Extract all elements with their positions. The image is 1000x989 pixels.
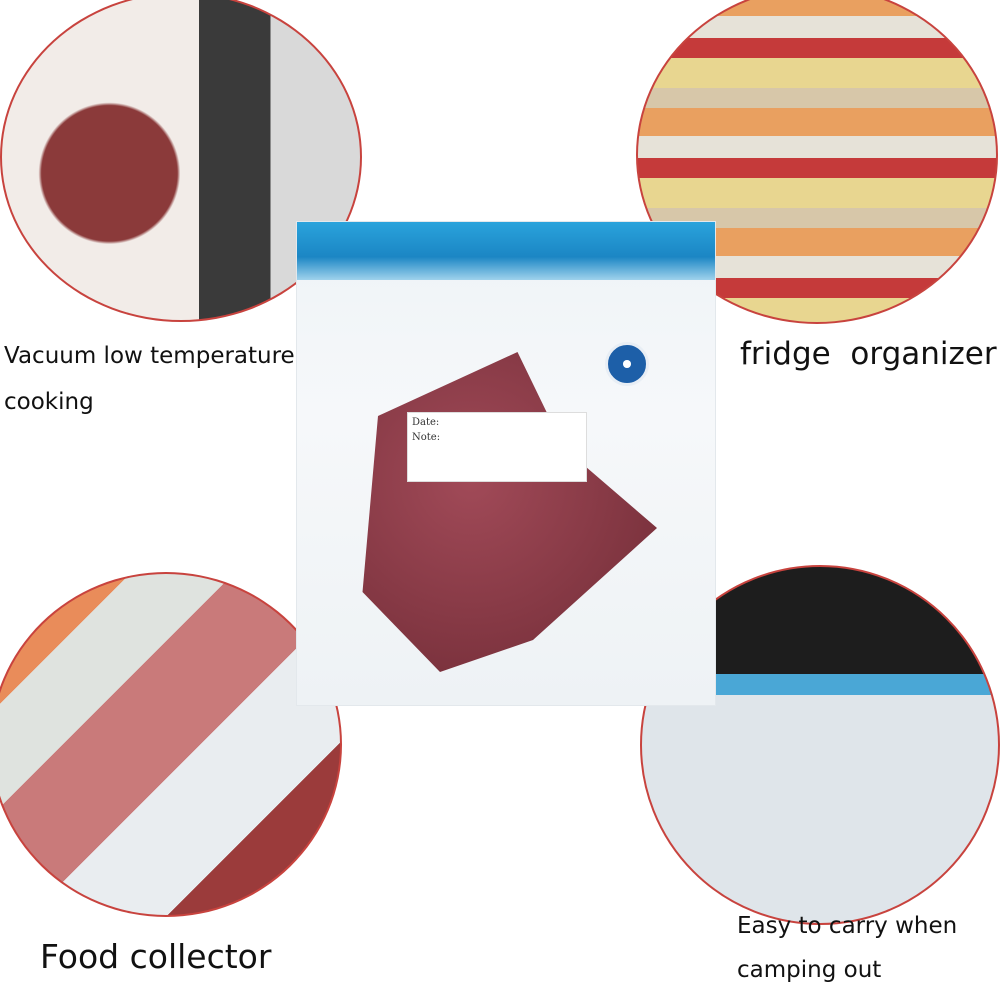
camping-sandwich-photo	[640, 565, 1000, 925]
vacuum-bag-product: Date: Note:	[297, 222, 715, 705]
air-valve-icon	[605, 342, 649, 386]
caption-fridge: fridge organizer	[740, 336, 997, 372]
food-collector-photo	[0, 572, 342, 917]
bag-zipper	[297, 222, 715, 280]
steak-image	[362, 352, 657, 672]
bag-label: Date: Note:	[407, 412, 587, 482]
caption-cooking-line1: Vacuum low temperature	[4, 343, 295, 369]
caption-food: Food collector	[40, 937, 272, 976]
caption-cooking-line2: cooking	[4, 389, 94, 415]
caption-camping-line1: Easy to carry when	[737, 913, 958, 939]
label-note: Note:	[412, 432, 441, 443]
caption-camping-line2: camping out	[737, 957, 882, 983]
label-date: Date:	[412, 417, 440, 428]
